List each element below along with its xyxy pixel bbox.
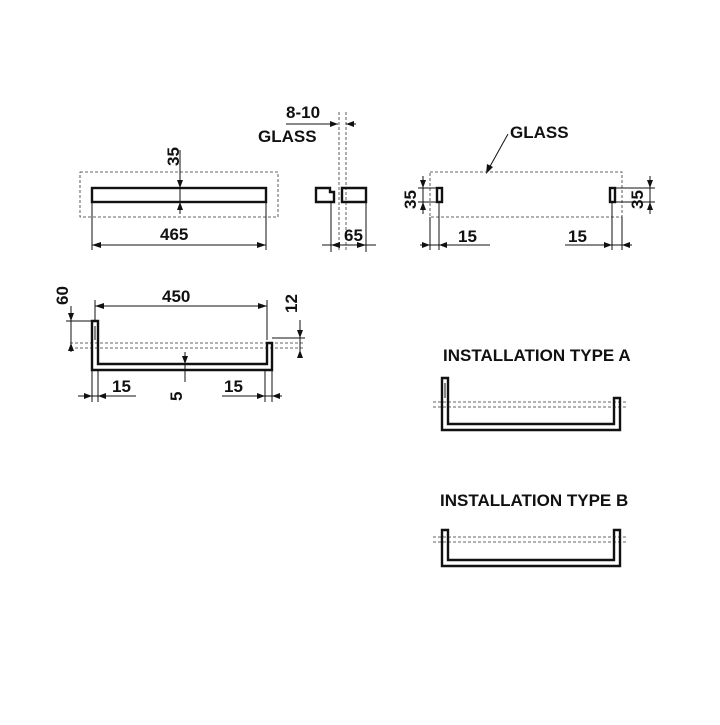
dim-depth: 65 [344, 226, 363, 245]
dim-glass-thickness: 8-10 [286, 103, 320, 122]
dim-offset-left: 15 [458, 227, 477, 246]
bar-type-b [440, 528, 622, 568]
dim-front-offset-right: 15 [224, 377, 243, 396]
glass-outline [79, 171, 279, 218]
dim-height: 35 [164, 147, 183, 166]
label-glass-side: GLASS [258, 127, 317, 146]
top-view: 35 465 [79, 147, 279, 250]
dim-post-height: 60 [53, 286, 72, 305]
glass-panel [429, 171, 623, 218]
clamp-profile [314, 186, 336, 204]
glass-view: GLASS 35 35 15 15 [401, 123, 655, 250]
clamp-left [435, 186, 444, 204]
towel-bar-front [90, 319, 274, 372]
title-type-a: INSTALLATION TYPE A [443, 346, 631, 365]
dim-offset-right: 15 [568, 227, 587, 246]
dim-front-offset-left: 15 [112, 377, 131, 396]
installation-type-a: INSTALLATION TYPE A [433, 346, 631, 432]
bar-type-a [440, 376, 622, 432]
towel-bar-top [90, 186, 268, 204]
dim-height-right: 35 [628, 190, 647, 209]
label-glass-top: GLASS [510, 123, 569, 142]
title-type-b: INSTALLATION TYPE B [440, 491, 628, 510]
dim-bracket: 12 [282, 294, 301, 313]
dim-width: 465 [160, 225, 188, 244]
dim-bar-thickness: 5 [167, 392, 186, 401]
installation-type-b: INSTALLATION TYPE B [433, 491, 628, 568]
dim-height-left: 35 [401, 190, 420, 209]
side-view: 8-10 GLASS 65 [258, 103, 376, 252]
dim-front-width: 450 [162, 287, 190, 306]
front-view: 450 60 12 5 15 15 [53, 286, 305, 402]
clamp-right [608, 186, 617, 204]
